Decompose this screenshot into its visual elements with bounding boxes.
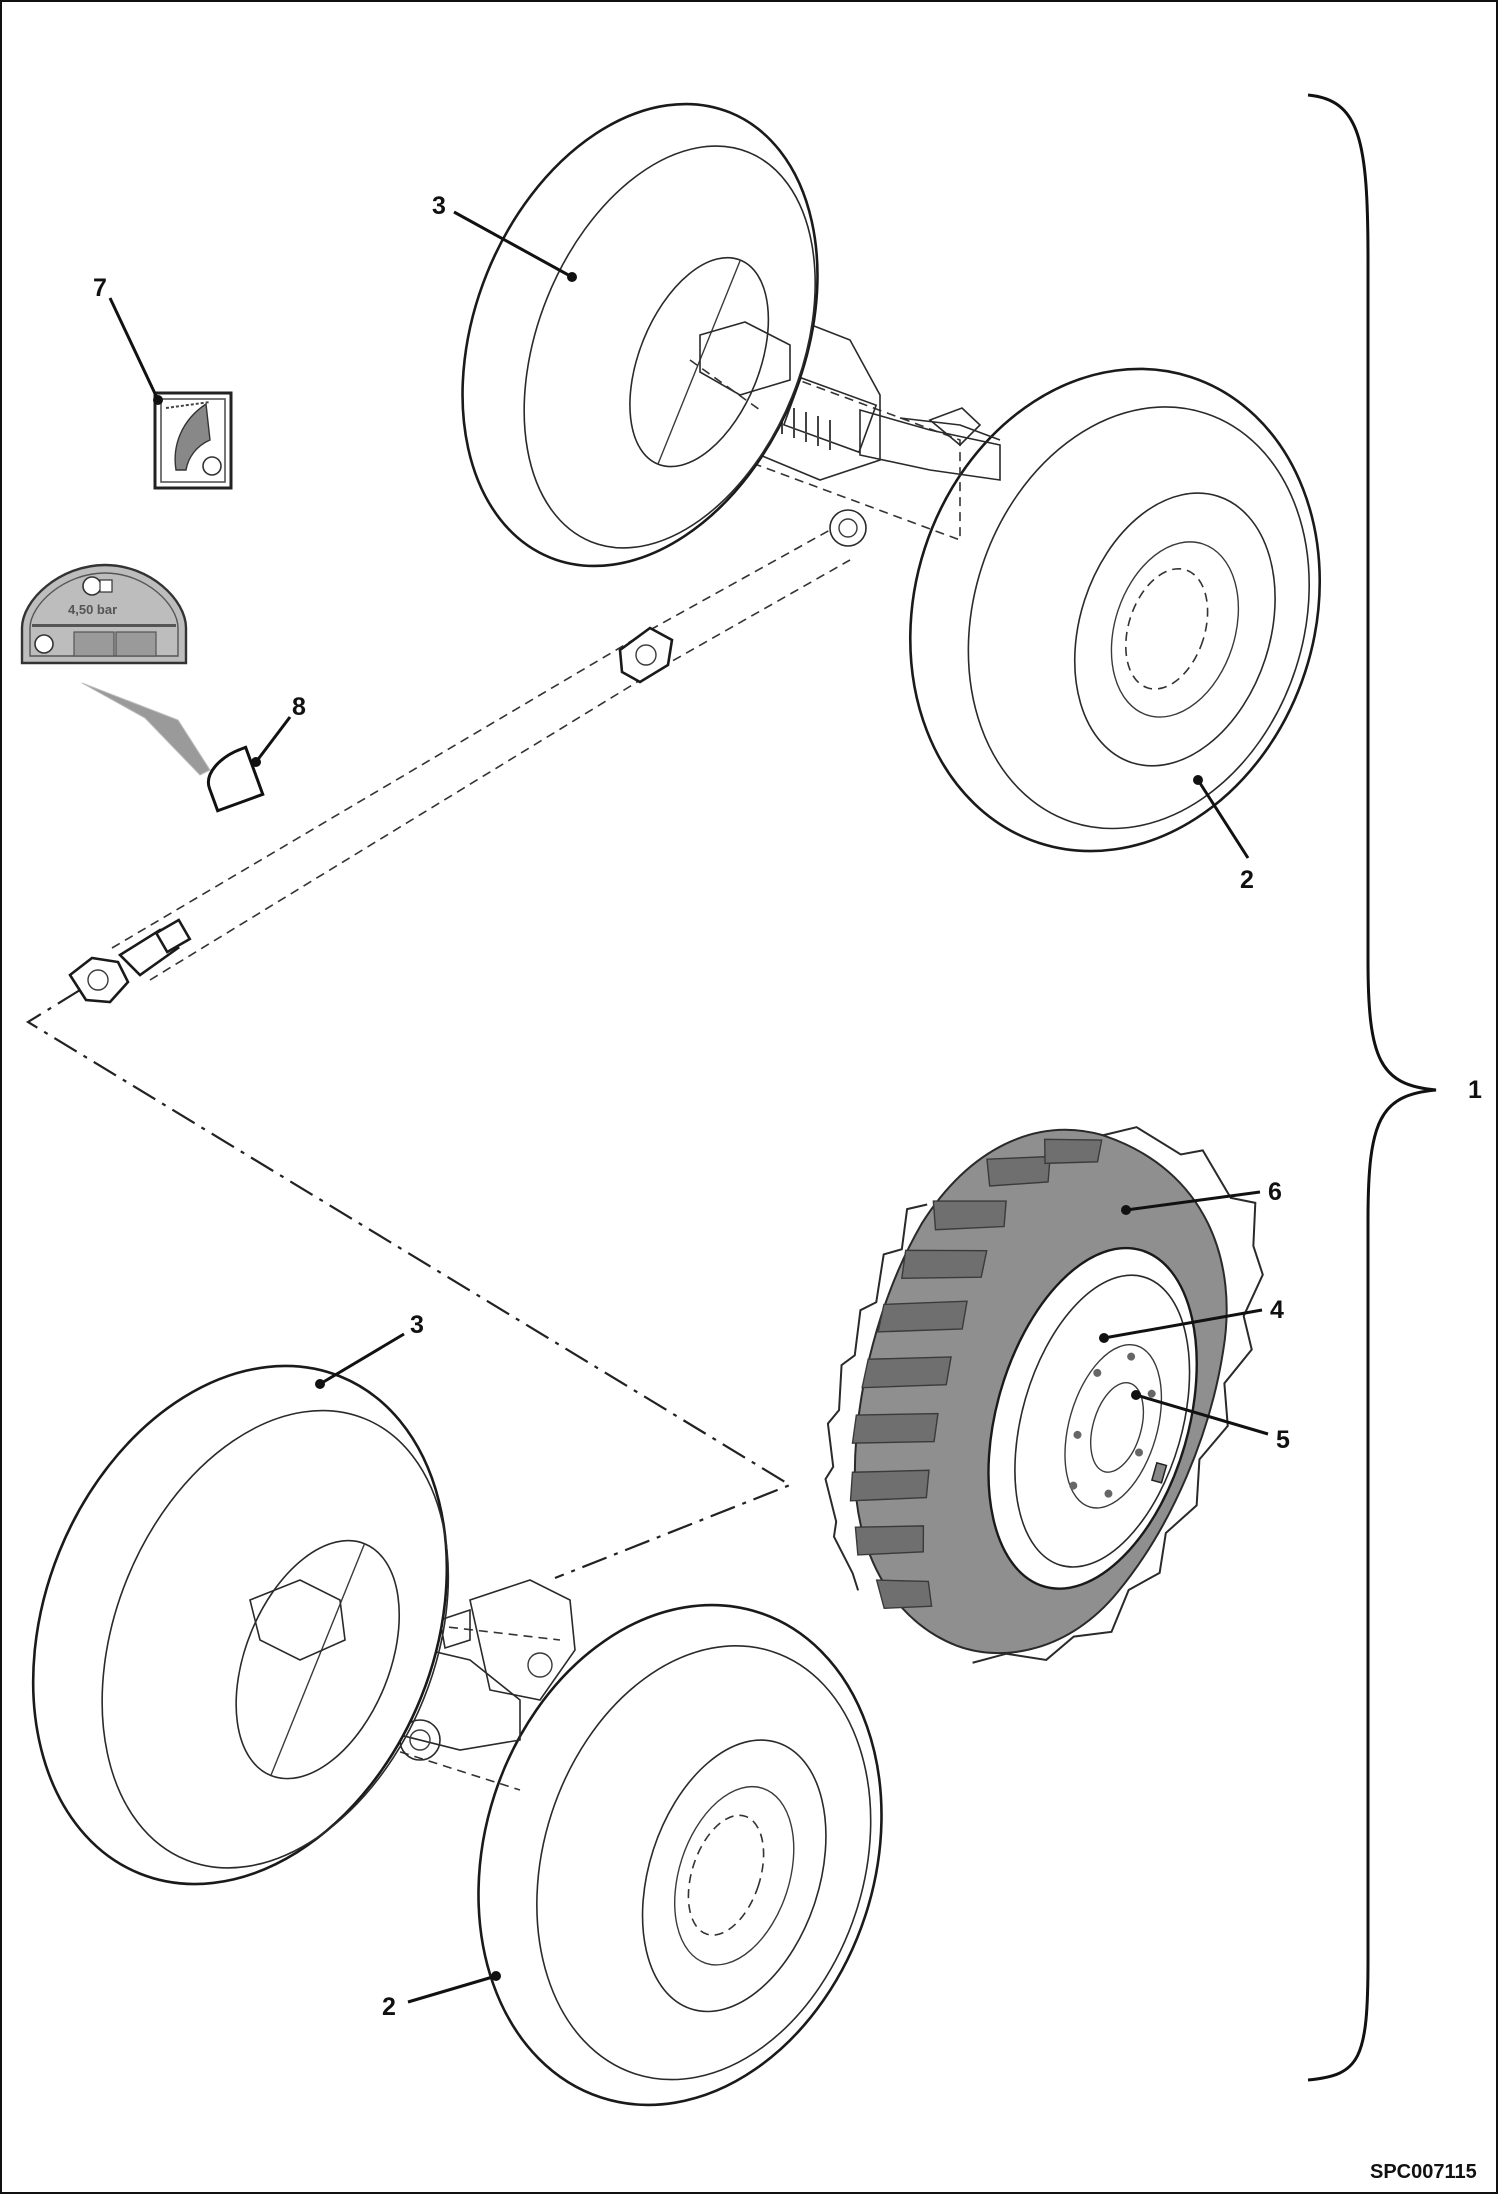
wheel-icon: [908, 367, 1322, 853]
tire-pressure-decal-icon: [206, 745, 265, 813]
leader-7: [108, 297, 160, 401]
wheel-icon: [31, 1364, 450, 1886]
callout-5: 5: [1276, 1426, 1290, 1454]
callout-3-upper: 3: [432, 192, 446, 220]
leader-5: [1135, 1393, 1269, 1436]
callout-4: 4: [1270, 1296, 1284, 1324]
group-brace: [1307, 93, 1437, 2082]
leader-6: [1125, 1190, 1261, 1212]
drive-shaft-icon: [68, 529, 851, 1004]
tire-pressure-decal-icon: 4,50 bar: [20, 563, 188, 665]
decal-pressure-text: 4,50 bar: [68, 602, 117, 617]
warning-decal-icon: [153, 391, 233, 490]
callout-2-upper: 2: [1240, 866, 1254, 894]
leader-4: [1103, 1308, 1263, 1340]
wheel-icon: [824, 1126, 1264, 1664]
decal-pointer-arrow: [81, 682, 211, 776]
callout-3-lower: 3: [410, 1311, 424, 1339]
callout-7: 7: [93, 274, 107, 302]
callout-6: 6: [1268, 1178, 1282, 1206]
drawing-code: SPC007115: [1370, 2161, 1477, 2183]
leader-2-upper: [1196, 779, 1250, 859]
leader-3-lower: [319, 1332, 405, 1386]
wheel-icon: [461, 102, 819, 568]
leader-8: [254, 716, 292, 763]
leader-3-upper: [453, 210, 573, 279]
callout-8: 8: [292, 693, 306, 721]
wheel-icon: [477, 1603, 883, 2107]
callout-2-lower: 2: [382, 1993, 396, 2021]
leader-2-lower: [407, 1974, 497, 2004]
assembly-connection-line: [25, 989, 793, 1580]
callout-1: 1: [1468, 1076, 1482, 1104]
